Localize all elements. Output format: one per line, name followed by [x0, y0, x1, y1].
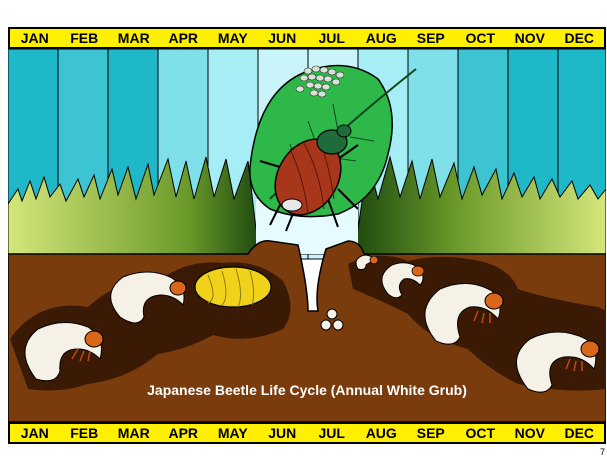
month-label: AUG — [357, 424, 407, 442]
page-number: 7 — [600, 447, 605, 457]
month-label: DEC — [555, 29, 605, 47]
month-label: MAY — [208, 424, 258, 442]
month-label: OCT — [456, 424, 506, 442]
month-label: SEP — [406, 424, 456, 442]
month-label: MAR — [109, 29, 159, 47]
caption: Japanese Beetle Life Cycle (Annual White… — [147, 382, 467, 398]
month-label: APR — [159, 29, 209, 47]
month-label: JUN — [258, 424, 308, 442]
month-label: DEC — [555, 424, 605, 442]
month-label: NOV — [505, 424, 555, 442]
month-label: JAN — [10, 424, 60, 442]
month-label: FEB — [60, 424, 110, 442]
month-label: AUG — [357, 29, 407, 47]
month-label: SEP — [406, 29, 456, 47]
month-label: JUL — [307, 29, 357, 47]
month-label: APR — [159, 424, 209, 442]
month-label: MAY — [208, 29, 258, 47]
month-label: MAR — [109, 424, 159, 442]
month-label: FEB — [60, 29, 110, 47]
month-bar-top: JAN FEB MAR APR MAY JUN JUL AUG SEP OCT … — [8, 27, 606, 49]
life-cycle-scene: Japanese Beetle Life Cycle (Annual White… — [8, 49, 606, 422]
pupa-icon — [195, 267, 271, 307]
month-label: JUL — [307, 424, 357, 442]
month-label: OCT — [456, 29, 506, 47]
month-label: NOV — [505, 29, 555, 47]
month-bar-bottom: JAN FEB MAR APR MAY JUN JUL AUG SEP OCT … — [8, 422, 606, 444]
month-label: JAN — [10, 29, 60, 47]
month-label: JUN — [258, 29, 308, 47]
